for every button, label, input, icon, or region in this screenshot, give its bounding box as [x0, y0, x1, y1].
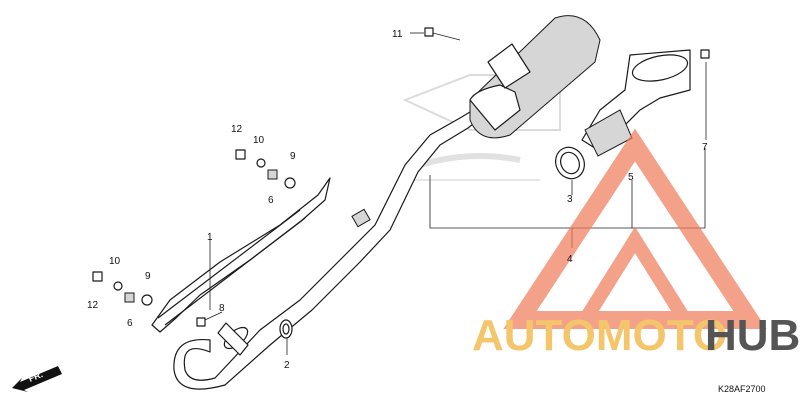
watermark-brand-part1: AUTOMOTO — [472, 311, 727, 360]
watermark-text: AUTOMOTO HUB — [472, 311, 800, 360]
callout-6-upper: 6 — [268, 195, 274, 206]
callout-6-lower: 6 — [127, 318, 133, 329]
callout-9-upper: 9 — [290, 151, 296, 162]
callout-11: 11 — [392, 29, 403, 40]
bolt-11 — [424, 27, 461, 41]
exhaust-pipe — [173, 111, 479, 390]
callout-9-lower: 9 — [145, 271, 151, 282]
bolt-7 — [700, 49, 710, 59]
callout-10-lower: 10 — [109, 256, 121, 267]
callout-4: 4 — [567, 254, 573, 265]
callout-12-upper: 12 — [231, 124, 243, 135]
callout-3: 3 — [567, 194, 573, 205]
muffler — [469, 15, 601, 139]
callout-1: 1 — [207, 232, 213, 243]
upper-fastener-set — [235, 149, 296, 189]
callout-2: 2 — [284, 360, 290, 371]
reference-code: K28AF2700 — [718, 384, 766, 394]
callout-12-lower: 12 — [87, 300, 99, 311]
exhaust-gasket — [279, 319, 293, 339]
lower-fastener-set — [92, 271, 153, 306]
gasket — [555, 146, 585, 180]
assembly-leaders — [204, 32, 707, 355]
heat-shield — [151, 177, 331, 333]
callout-7: 7 — [702, 142, 708, 153]
callout-10-upper: 10 — [253, 135, 265, 146]
nut-8 — [196, 317, 206, 327]
watermark-logo — [503, 128, 767, 329]
watermark-brand-part2: HUB — [705, 311, 800, 360]
front-direction-arrow: FR. — [12, 366, 62, 392]
tail-pipe — [581, 49, 691, 157]
callout-5: 5 — [628, 172, 634, 183]
callout-8: 8 — [219, 303, 225, 314]
